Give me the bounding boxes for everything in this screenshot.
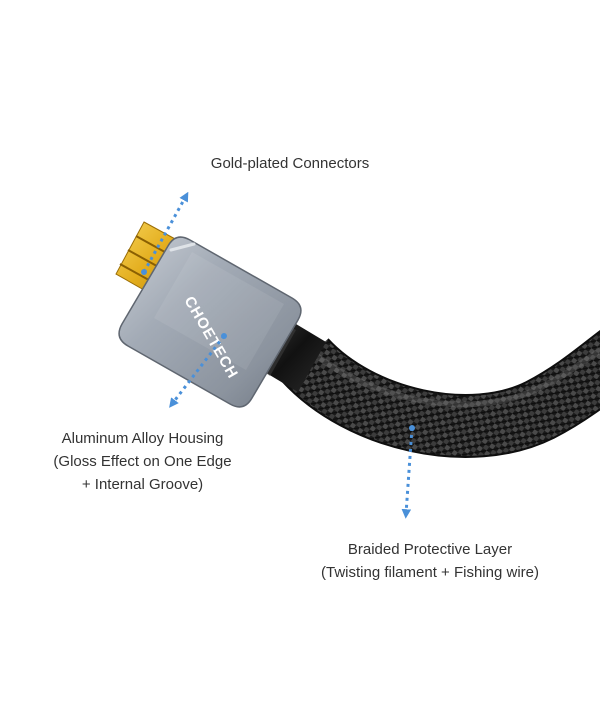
connectors-arrow (142, 191, 189, 273)
braid-callout: Braided Protective Layer (Twisting filam… (280, 538, 580, 584)
braid-detail: (Twisting filament + Fishing wire) (321, 564, 539, 581)
braid-label: Braided Protective Layer (347, 541, 513, 558)
housing-arrow (169, 335, 226, 408)
connectors-label: Gold-plated Connectors (210, 155, 370, 172)
braided-cable (281, 330, 600, 458)
housing-detail-2: + Internal Groove) (81, 476, 204, 493)
housing-dot (221, 333, 227, 339)
housing-detail-1: (Gloss Effect on One Edge (53, 453, 232, 470)
braid-arrow (401, 427, 414, 519)
housing-callout: Aluminum Alloy Housing (Gloss Effect on … (20, 427, 265, 496)
connectors-callout: Gold-plated Connectors (170, 152, 410, 175)
aluminum-housing: CHOETECH (118, 236, 302, 408)
braid-dot (409, 425, 415, 431)
housing-label: Aluminum Alloy Housing (61, 430, 224, 447)
callout-arrows (141, 191, 415, 519)
connectors-dot (141, 269, 147, 275)
